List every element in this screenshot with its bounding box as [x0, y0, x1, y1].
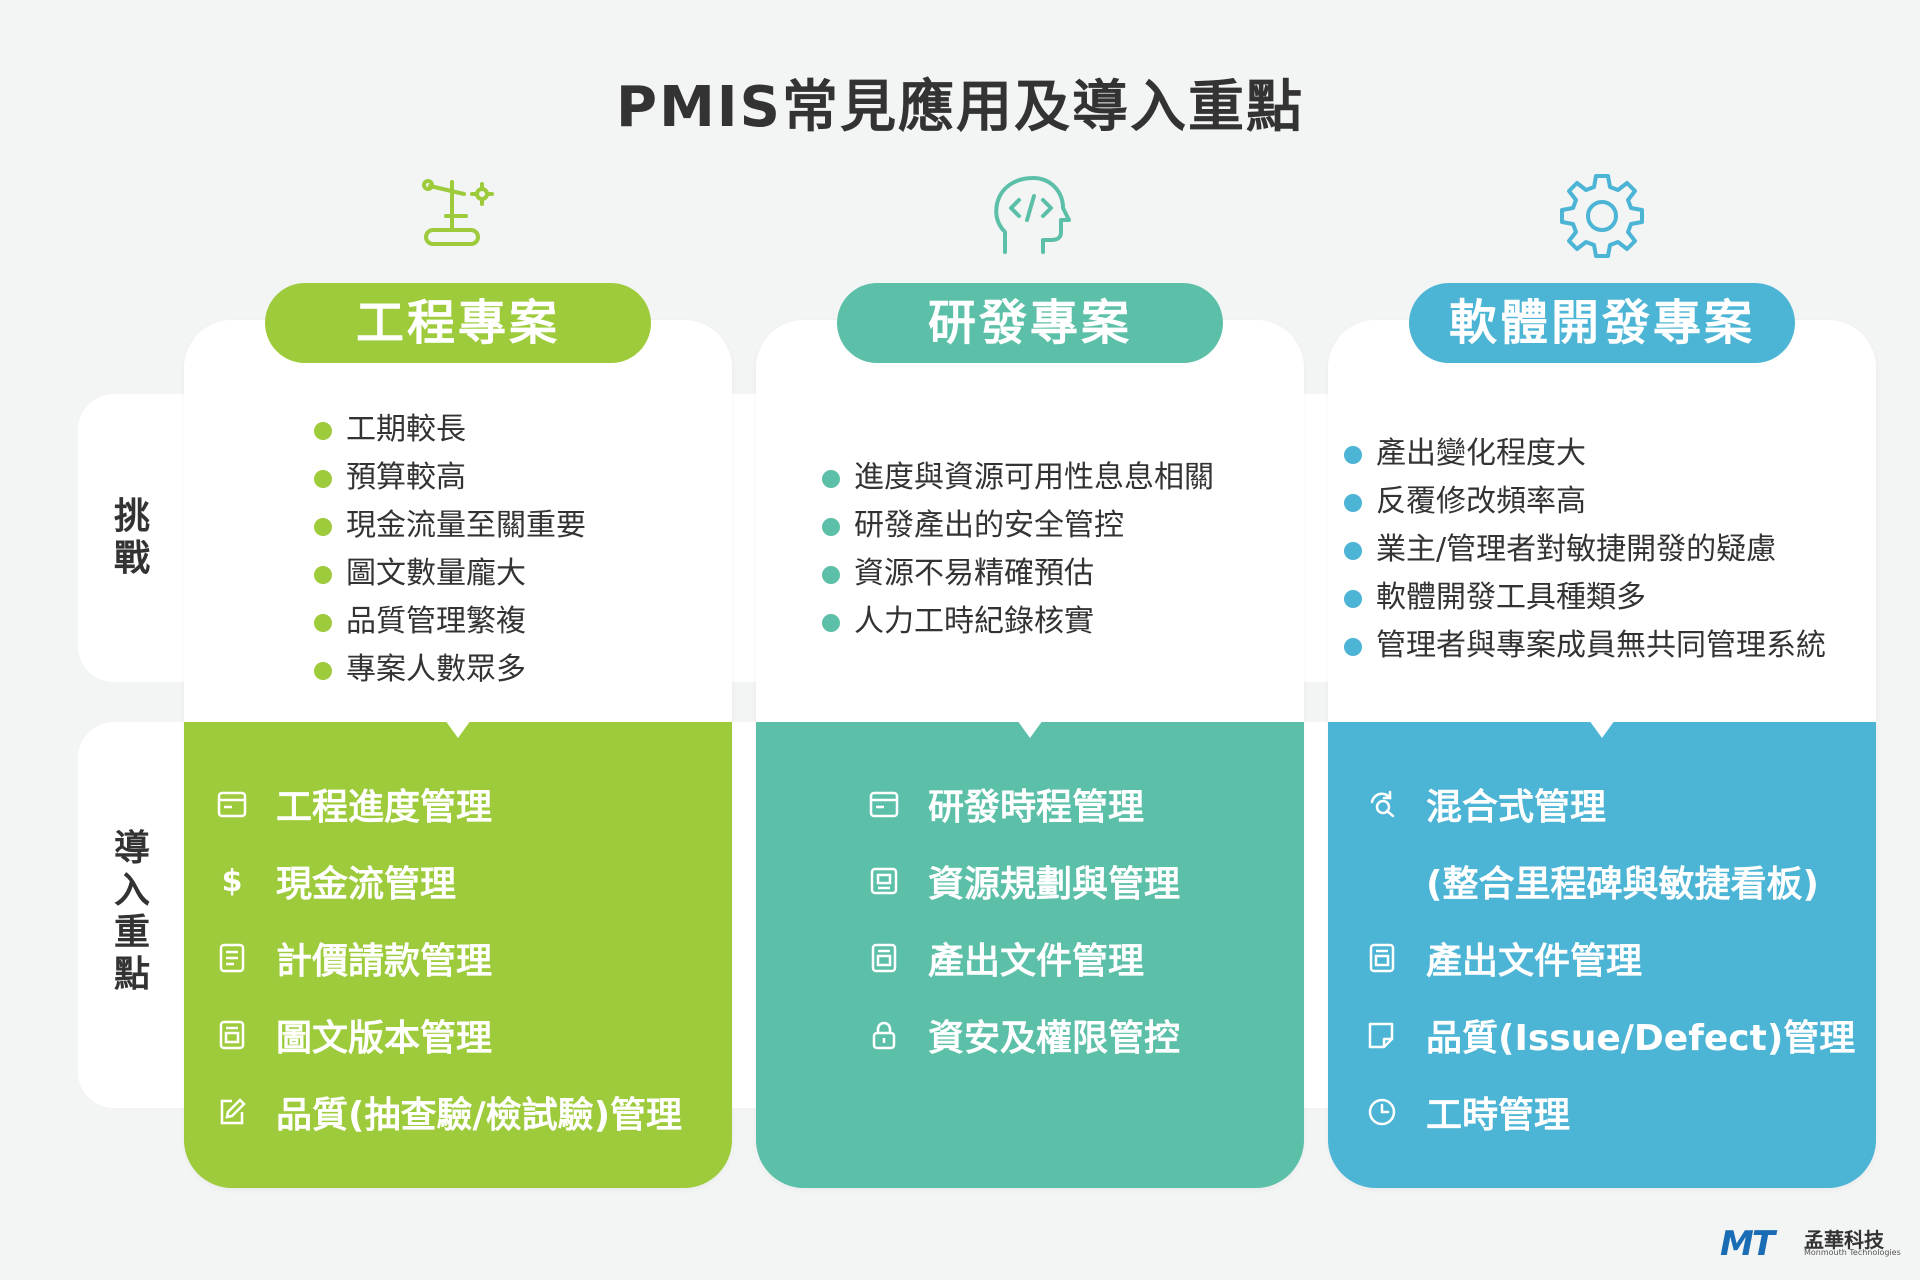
list-item: 品質管理繁複	[314, 598, 586, 646]
list-item: 現金流量至關重要	[314, 502, 586, 550]
excavator-gear-icon	[414, 170, 504, 260]
clock-icon	[1366, 1096, 1398, 1128]
list-item: $ 現金流管理	[216, 842, 682, 919]
software-project-title: 軟體開發專案	[1409, 283, 1795, 363]
rd-project-card: 進度與資源可用性息息相關 研發產出的安全管控 資源不易精確預估 人力工時紀錄核實…	[756, 320, 1304, 1188]
list-item: 資源不易精確預估	[822, 550, 1214, 598]
engineering-project-card: 工期較長 預算較高 現金流量至關重要 圖文數量龐大 品質管理繁複 專案人數眾多 …	[184, 320, 732, 1188]
list-item: 產出文件管理	[1366, 919, 1855, 996]
list-item: 混合式管理	[1366, 765, 1855, 842]
list-item: 預算較高	[314, 454, 586, 502]
svg-text:$: $	[222, 865, 243, 897]
list-item: 人力工時紀錄核實	[822, 598, 1214, 646]
list-item: 專案人數眾多	[314, 646, 586, 694]
rd-project-title: 研發專案	[837, 283, 1223, 363]
list-item: 計價請款管理	[216, 919, 682, 996]
focus-row-label: 導入重點	[113, 828, 150, 995]
logo-name-cn: 孟華科技	[1804, 1228, 1884, 1252]
gear-icon	[1557, 170, 1647, 260]
edit-icon	[216, 1096, 248, 1128]
calendar-icon	[216, 788, 248, 820]
rd-focus-list: 研發時程管理 資源規劃與管理 產出文件管理 資安及權限管控	[868, 765, 1180, 1073]
list-item: 工程進度管理	[216, 765, 682, 842]
engineering-focus-list: 工程進度管理 $ 現金流管理 計價請款管理 圖文版本管理 品質(抽查驗/檢試驗)…	[216, 765, 682, 1150]
image-document-icon	[216, 1019, 248, 1051]
software-challenge-list: 產出變化程度大 反覆修改頻率高 業主/管理者對敏捷開發的疑慮 軟體開發工具種類多…	[1344, 430, 1826, 670]
image-document-icon	[868, 942, 900, 974]
challenge-row-label: 挑戰	[113, 496, 150, 579]
list-item: 反覆修改頻率高	[1344, 478, 1826, 526]
list-item: 管理者與專案成員無共同管理系統	[1344, 622, 1826, 670]
code-head-icon	[985, 170, 1075, 260]
calendar-icon	[868, 788, 900, 820]
company-logo: ⁠MT 孟華科技 Monmouth Technologies	[1720, 1224, 1901, 1264]
list-item: 軟體開發工具種類多	[1344, 574, 1826, 622]
list-item: 產出變化程度大	[1344, 430, 1826, 478]
list-item: 資安及權限管控	[868, 996, 1180, 1073]
list-item: 品質(Issue/Defect)管理	[1366, 996, 1855, 1073]
list-item: 品質(抽查驗/檢試驗)管理	[216, 1073, 682, 1150]
document-icon	[216, 942, 248, 974]
list-item: 圖文版本管理	[216, 996, 682, 1073]
engineering-challenge-list: 工期較長 預算較高 現金流量至關重要 圖文數量龐大 品質管理繁複 專案人數眾多	[314, 406, 586, 694]
lock-icon	[868, 1019, 900, 1051]
software-project-card: 產出變化程度大 反覆修改頻率高 業主/管理者對敏捷開發的疑慮 軟體開發工具種類多…	[1328, 320, 1876, 1188]
list-item: 進度與資源可用性息息相關	[822, 454, 1214, 502]
page-title: PMIS常見應用及導入重點	[616, 75, 1304, 140]
dollar-icon: $	[216, 865, 248, 897]
list-item: 圖文數量龐大	[314, 550, 586, 598]
logo-name-en: Monmouth Technologies	[1804, 1248, 1901, 1257]
image-document-icon	[1366, 942, 1398, 974]
hybrid-icon	[1366, 788, 1398, 820]
resource-icon	[868, 865, 900, 897]
engineering-project-title: 工程專案	[265, 283, 651, 363]
logo-mark: ⁠MT	[1720, 1224, 1775, 1264]
list-item: 研發產出的安全管控	[822, 502, 1214, 550]
list-item: (整合里程碑與敏捷看板)	[1426, 863, 1819, 905]
list-item: 研發時程管理	[868, 765, 1180, 842]
list-item: 工時管理	[1366, 1073, 1855, 1150]
software-focus-list: 混合式管理 (整合里程碑與敏捷看板) 產出文件管理 品質(Issue/Defec…	[1366, 765, 1855, 1150]
list-item: 產出文件管理	[868, 919, 1180, 996]
list-item: 業主/管理者對敏捷開發的疑慮	[1344, 526, 1826, 574]
issue-icon	[1366, 1019, 1398, 1051]
list-item: 工期較長	[314, 406, 586, 454]
list-item: 資源規劃與管理	[868, 842, 1180, 919]
rd-challenge-list: 進度與資源可用性息息相關 研發產出的安全管控 資源不易精確預估 人力工時紀錄核實	[822, 454, 1214, 646]
